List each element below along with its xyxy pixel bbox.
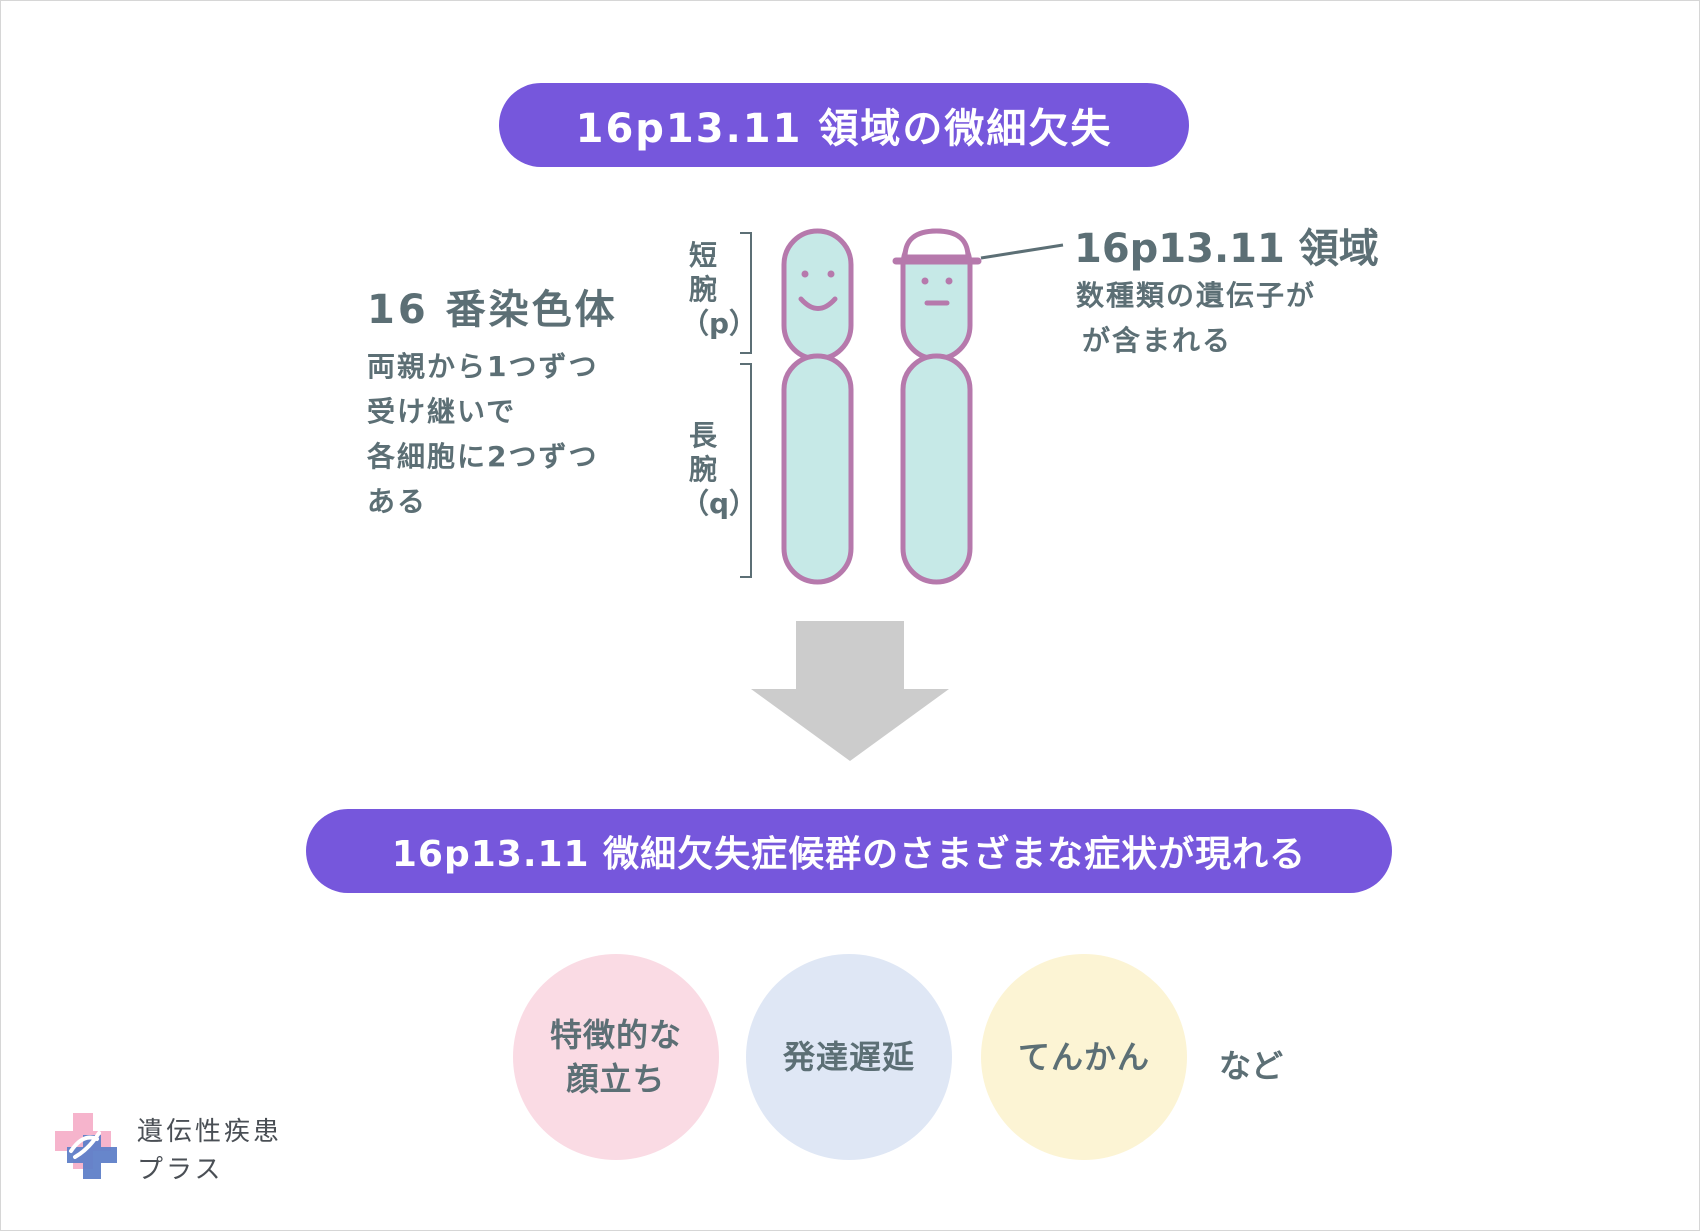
short-arm-label-char: 腕 <box>688 273 717 306</box>
worried-face-icon <box>921 277 953 306</box>
chromosome-description-line: 受け継いで <box>367 395 517 428</box>
happy-face-icon <box>798 270 838 311</box>
short-arm-left <box>781 228 854 362</box>
long-arm-right <box>900 353 973 585</box>
region-description: 数種類の遺伝子が が含まれる <box>1076 273 1316 363</box>
symptom-label-line: 顔立ち <box>566 1060 666 1098</box>
chromosome-description-line: 各細胞に2つずつ <box>367 440 599 473</box>
long-arm-left <box>781 353 854 585</box>
result-banner: 16p13.11 微細欠失症候群のさまざまな症状が現れる <box>306 809 1392 893</box>
symptom-developmental-delay: 発達遅延 <box>746 954 952 1160</box>
chromosome-description-line: ある <box>367 485 428 518</box>
region-callout-line <box>980 243 1064 260</box>
symptom-label-line: 特徴的な <box>549 1016 682 1054</box>
deleted-region-hat-icon <box>892 228 982 265</box>
brand-name-line: プラス <box>137 1155 224 1185</box>
symptom-facial-features: 特徴的な 顔立ち <box>513 954 719 1160</box>
short-arm-label-char: 短 <box>688 239 717 272</box>
region-description-line: が含まれる <box>1082 324 1233 357</box>
symptom-epilepsy: てんかん <box>981 954 1187 1160</box>
chromosome-left <box>781 228 854 585</box>
chromosome-description: 両親から1つずつ 受け継いで 各細胞に2つずつ ある <box>367 344 598 524</box>
region-title: 16p13.11 領域 <box>1074 226 1379 272</box>
chromosome-title: 16 番染色体 <box>367 287 618 333</box>
region-description-line: 数種類の遺伝子が <box>1076 279 1317 312</box>
title-banner: 16p13.11 領域の微細欠失 <box>499 83 1189 167</box>
short-arm-bracket <box>740 232 752 354</box>
brand-name-line: 遺伝性疾患 <box>137 1117 283 1147</box>
down-arrow-icon <box>751 621 949 761</box>
symptom-label-line: てんかん <box>1017 1038 1150 1076</box>
brand-name: 遺伝性疾患 プラス <box>137 1113 282 1189</box>
chromosome-description-line: 両親から1つずつ <box>367 350 599 383</box>
symptoms-etc: など <box>1219 1047 1284 1085</box>
long-arm-bracket <box>740 363 752 578</box>
brand-logo-icon <box>55 1113 117 1179</box>
long-arm-label-char: 長 <box>688 419 717 452</box>
symptom-label-line: 発達遅延 <box>782 1038 915 1076</box>
long-arm-label-char: 腕 <box>688 453 717 486</box>
chromosome-right <box>892 228 982 585</box>
